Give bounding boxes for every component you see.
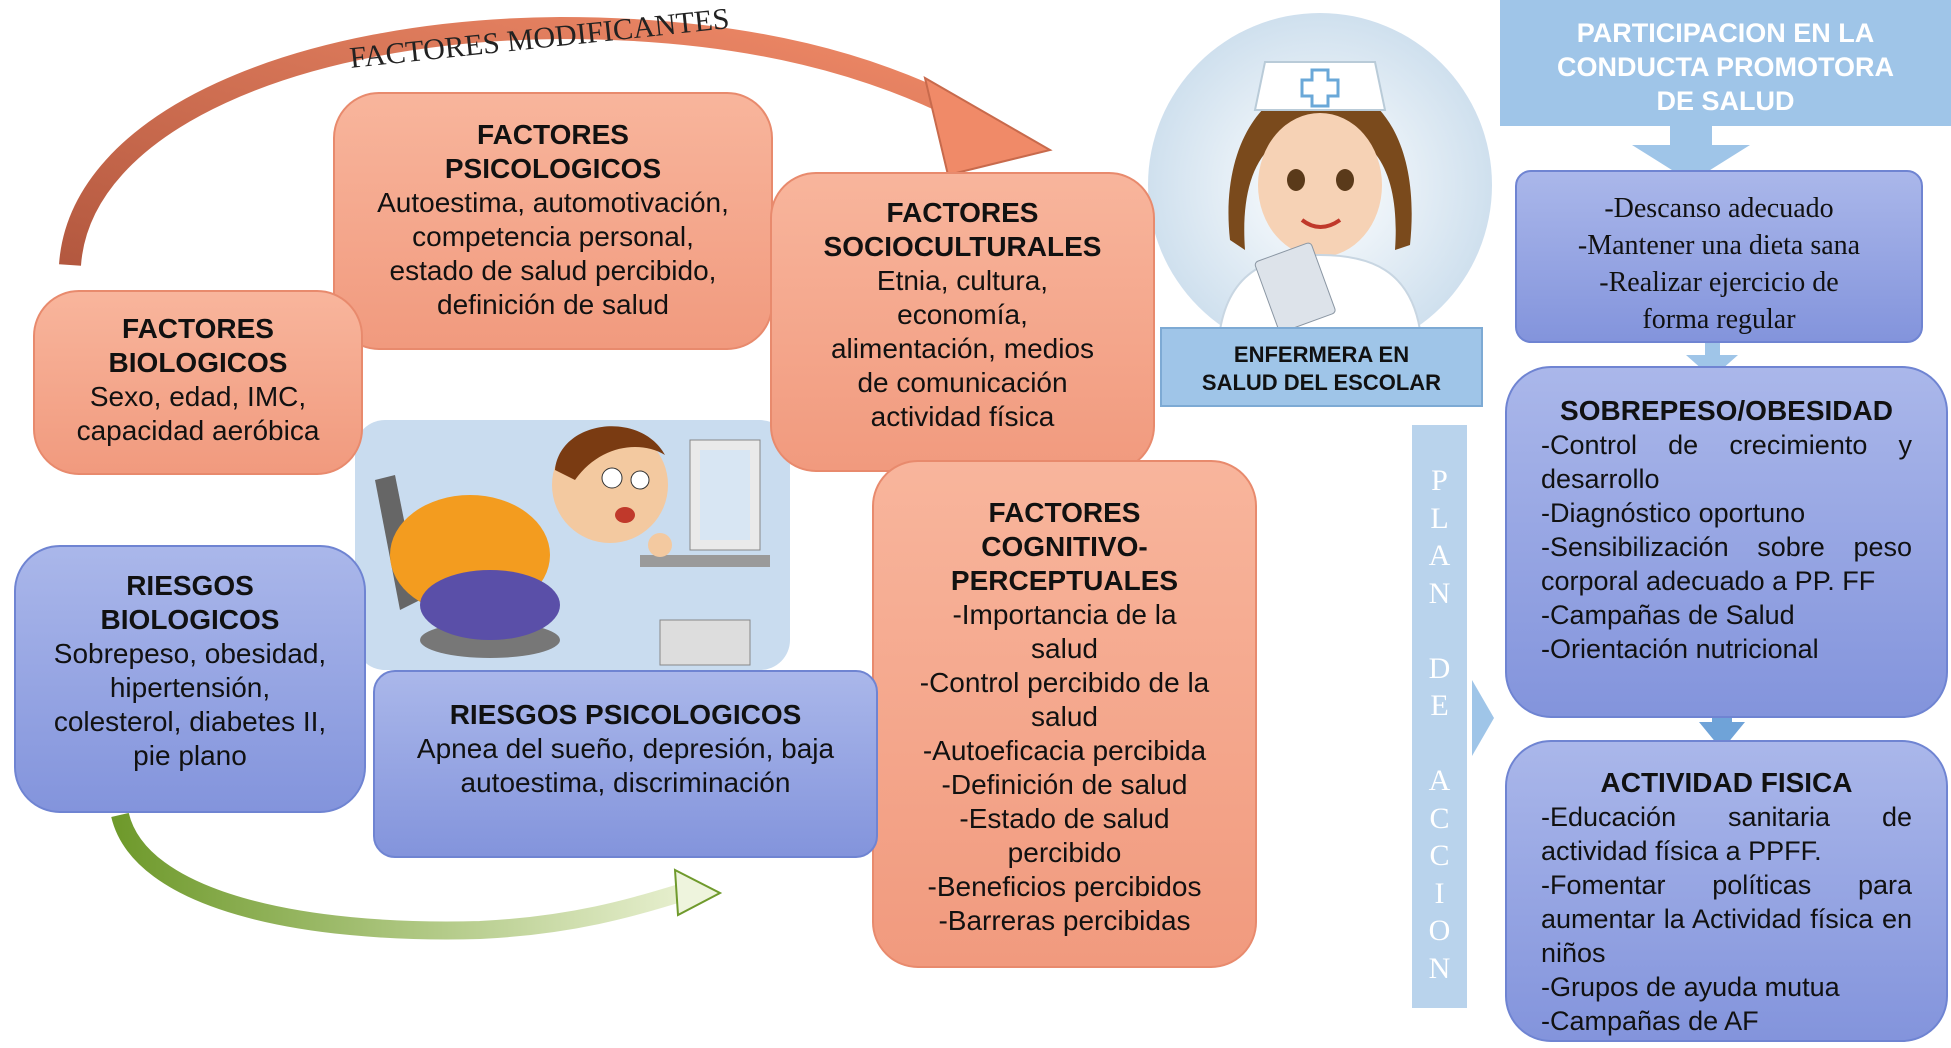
enfermera-text: ENFERMERA EN SALUD DEL ESCOLAR bbox=[1201, 342, 1442, 395]
list-item: -Control de crecimiento y desarrollo bbox=[1541, 430, 1912, 494]
risks-arrow bbox=[111, 812, 723, 940]
factores-biologicos-title: FACTORES BIOLOGICOS bbox=[108, 313, 288, 378]
participacion-header: PARTICIPACION EN LA CONDUCTA PROMOTORA D… bbox=[1500, 0, 1951, 126]
plan-letter bbox=[1412, 612, 1467, 650]
plan-letter: N bbox=[1428, 951, 1451, 985]
plan-letter: P bbox=[1431, 464, 1448, 497]
factores-cognitivo-body: -Importancia de la salud -Control percib… bbox=[919, 599, 1210, 936]
factores-biologicos-box: FACTORES BIOLOGICOS Sexo, edad, IMC, cap… bbox=[33, 290, 363, 475]
plan-letter: L bbox=[1430, 501, 1449, 535]
riesgos-psicologicos-title: RIESGOS PSICOLOGICOS bbox=[449, 699, 802, 730]
factores-psicologicos-box: FACTORES PSICOLOGICOS Autoestima, automo… bbox=[333, 92, 773, 350]
habitos-box: -Descanso adecuado -Mantener una dieta s… bbox=[1515, 170, 1923, 343]
plan-letter: I bbox=[1434, 876, 1445, 910]
factores-socioculturales-title: FACTORES SOCIOCULTURALES bbox=[823, 197, 1102, 262]
factores-socioculturales-box: FACTORES SOCIOCULTURALES Etnia, cultura,… bbox=[770, 172, 1155, 472]
plan-letter: C bbox=[1429, 801, 1450, 835]
factores-psicologicos-body: Autoestima, automotivación, competencia … bbox=[377, 187, 729, 320]
sobrepeso-list: -Control de crecimiento y desarrollo -Dia… bbox=[1541, 428, 1912, 666]
sobrepeso-box: SOBREPESO/OBESIDAD -Control de crecimien… bbox=[1505, 366, 1948, 718]
list-item: -Educación sanitaria de actividad física… bbox=[1541, 802, 1912, 866]
factores-biologicos-body: Sexo, edad, IMC, capacidad aeróbica bbox=[76, 381, 320, 446]
plan-de-accion-bar bbox=[1412, 425, 1467, 1008]
plan-letter: A bbox=[1428, 539, 1451, 572]
list-item: -Sensibilización sobre peso corporal ade… bbox=[1541, 532, 1912, 596]
boy-computer-illustration bbox=[355, 420, 790, 670]
riesgos-biologicos-box: RIESGOS BIOLOGICOS Sobrepeso, obesidad, … bbox=[14, 545, 366, 813]
list-item: -Fomentar políticas para aumentar la Act… bbox=[1541, 870, 1912, 968]
plan-letter: A bbox=[1428, 764, 1451, 797]
riesgos-biologicos-title: RIESGOS BIOLOGICOS bbox=[100, 570, 280, 635]
plan-letter bbox=[1412, 725, 1467, 763]
actividad-list: -Educación sanitaria de actividad física… bbox=[1541, 800, 1912, 1038]
plan-letter: E bbox=[1430, 689, 1449, 722]
modifying-factors-arrow bbox=[59, 16, 1053, 266]
list-item: -Grupos de ayuda mutua bbox=[1541, 972, 1840, 1002]
list-item: -Campañas de AF bbox=[1541, 1006, 1759, 1036]
plan-letter: N bbox=[1428, 576, 1451, 610]
plan-letter: C bbox=[1429, 839, 1450, 872]
habitos-text: -Descanso adecuado -Mantener una dieta s… bbox=[1577, 193, 1861, 335]
list-item: -Orientación nutricional bbox=[1541, 634, 1819, 664]
actividad-box: ACTIVIDAD FISICA -Educación sanitaria de… bbox=[1505, 740, 1948, 1042]
enfermera-label: ENFERMERA EN SALUD DEL ESCOLAR bbox=[1160, 327, 1483, 407]
plan-letter: O bbox=[1428, 914, 1451, 947]
factores-cognitivo-box: FACTORES COGNITIVO- PERCEPTUALES -Import… bbox=[872, 460, 1257, 968]
list-item: -Diagnóstico oportuno bbox=[1541, 498, 1806, 528]
actividad-title: ACTIVIDAD FISICA bbox=[1600, 767, 1853, 798]
list-item: -Campañas de Salud bbox=[1541, 600, 1795, 630]
factores-psicologicos-title: FACTORES PSICOLOGICOS bbox=[444, 119, 662, 184]
factores-socioculturales-body: Etnia, cultura, economía, alimentación, … bbox=[830, 265, 1095, 432]
plan-letter: D bbox=[1428, 651, 1451, 685]
nurse-illustration bbox=[1148, 13, 1492, 357]
riesgos-psicologicos-box: RIESGOS PSICOLOGICOS Apnea del sueño, de… bbox=[373, 670, 878, 858]
factores-cognitivo-title: FACTORES COGNITIVO- PERCEPTUALES bbox=[950, 497, 1179, 596]
riesgos-psicologicos-body: Apnea del sueño, depresión, baja autoest… bbox=[416, 733, 835, 798]
riesgos-biologicos-body: Sobrepeso, obesidad, hipertensión, coles… bbox=[53, 638, 327, 771]
sobrepeso-title: SOBREPESO/OBESIDAD bbox=[1560, 395, 1893, 426]
participacion-text: PARTICIPACION EN LA CONDUCTA PROMOTORA D… bbox=[1557, 18, 1894, 116]
